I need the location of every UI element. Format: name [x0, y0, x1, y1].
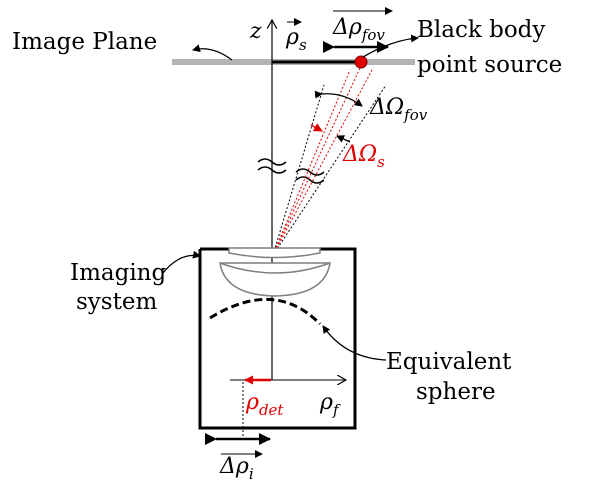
- break-mark-rays: [295, 168, 325, 184]
- equivalent-sphere-pointer: [322, 325, 387, 361]
- delta-rho-fov-symbol: Δρfov: [332, 15, 385, 44]
- window-lens: [228, 247, 321, 259]
- image-plane-label: Image Plane: [12, 29, 157, 55]
- black-body-pointer: [362, 34, 419, 58]
- imaging-label: Imaging: [70, 260, 166, 286]
- delta-omega-s-symbol: ΔΩs: [342, 142, 385, 171]
- imaging-system-box: [198, 247, 357, 430]
- equivalent-label: Equivalent: [386, 349, 512, 375]
- delta-omega-fov-arc: [314, 90, 363, 107]
- source-ray-1: [272, 69, 351, 256]
- z-axis-label: z: [249, 19, 262, 44]
- delta-omega-s-red-arrow: [310, 123, 323, 132]
- image-plane-pointer: [192, 44, 233, 61]
- imaging-system-pointer: [162, 250, 201, 274]
- point-source-dot: [354, 55, 368, 69]
- rho-det-symbol: ρdet: [245, 390, 284, 419]
- source-ray-3: [272, 69, 373, 256]
- break-mark-axis: [257, 158, 287, 174]
- delta-omega-fov-symbol: ΔΩfov: [369, 95, 428, 124]
- rho-f-symbol: ρf: [319, 390, 341, 419]
- delta-omega-s-black-arrow: [336, 135, 351, 143]
- delta-rho-i-symbol: Δρi: [219, 454, 254, 483]
- system-label: system: [76, 289, 157, 315]
- meniscus-inner-curve: [219, 262, 331, 274]
- sphere-label: sphere: [416, 379, 496, 405]
- equivalent-sphere-arc: [209, 298, 322, 326]
- black-body-label: Black body: [417, 17, 545, 43]
- point-source-label: point source: [417, 52, 562, 78]
- fov-ray-left: [272, 84, 325, 256]
- rho-s-symbol: ρs: [285, 25, 307, 54]
